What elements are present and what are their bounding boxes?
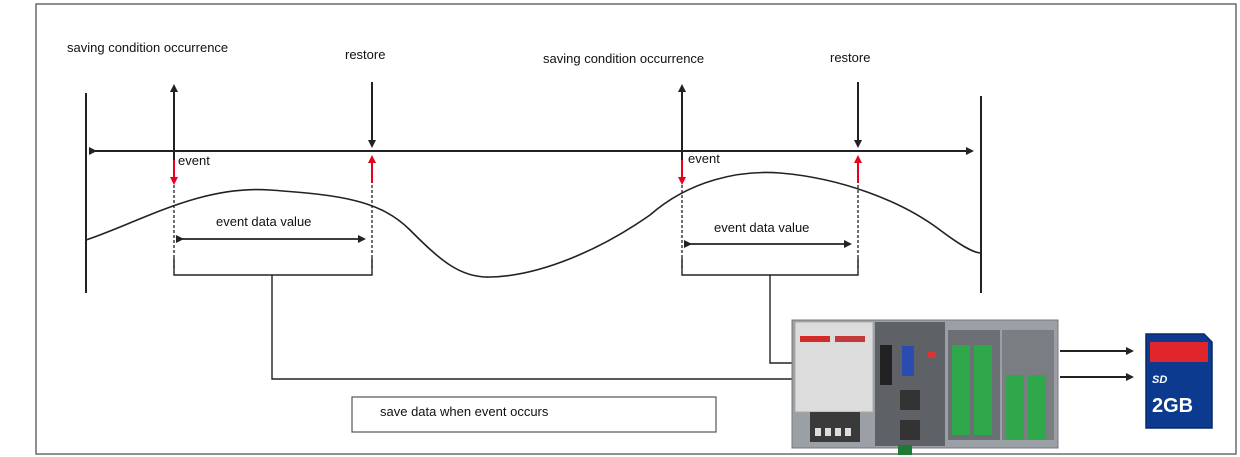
sd-capacity-text: 2GB — [1152, 395, 1193, 417]
save-data-label: save data when event occurs — [380, 404, 549, 419]
brace-1 — [173, 258, 805, 380]
sd-card-icon: SD 2GB — [1145, 333, 1213, 429]
saving-condition-label-1: saving condition occurrence — [67, 40, 228, 55]
sd-brand-text: SD — [1152, 374, 1167, 386]
plc-module-image — [791, 319, 1059, 455]
restore-label-2: restore — [830, 50, 870, 65]
event-label-2: event — [688, 151, 720, 166]
event-label-1: event — [178, 153, 210, 168]
diagram-frame — [35, 3, 1237, 455]
save-data-box — [351, 396, 717, 433]
restore-label-1: restore — [345, 47, 385, 62]
saving-condition-label-2: saving condition occurrence — [543, 51, 704, 66]
signal-waveform — [85, 171, 981, 278]
event-data-value-label-1: event data value — [216, 214, 311, 229]
event-data-value-label-2: event data value — [714, 220, 809, 235]
